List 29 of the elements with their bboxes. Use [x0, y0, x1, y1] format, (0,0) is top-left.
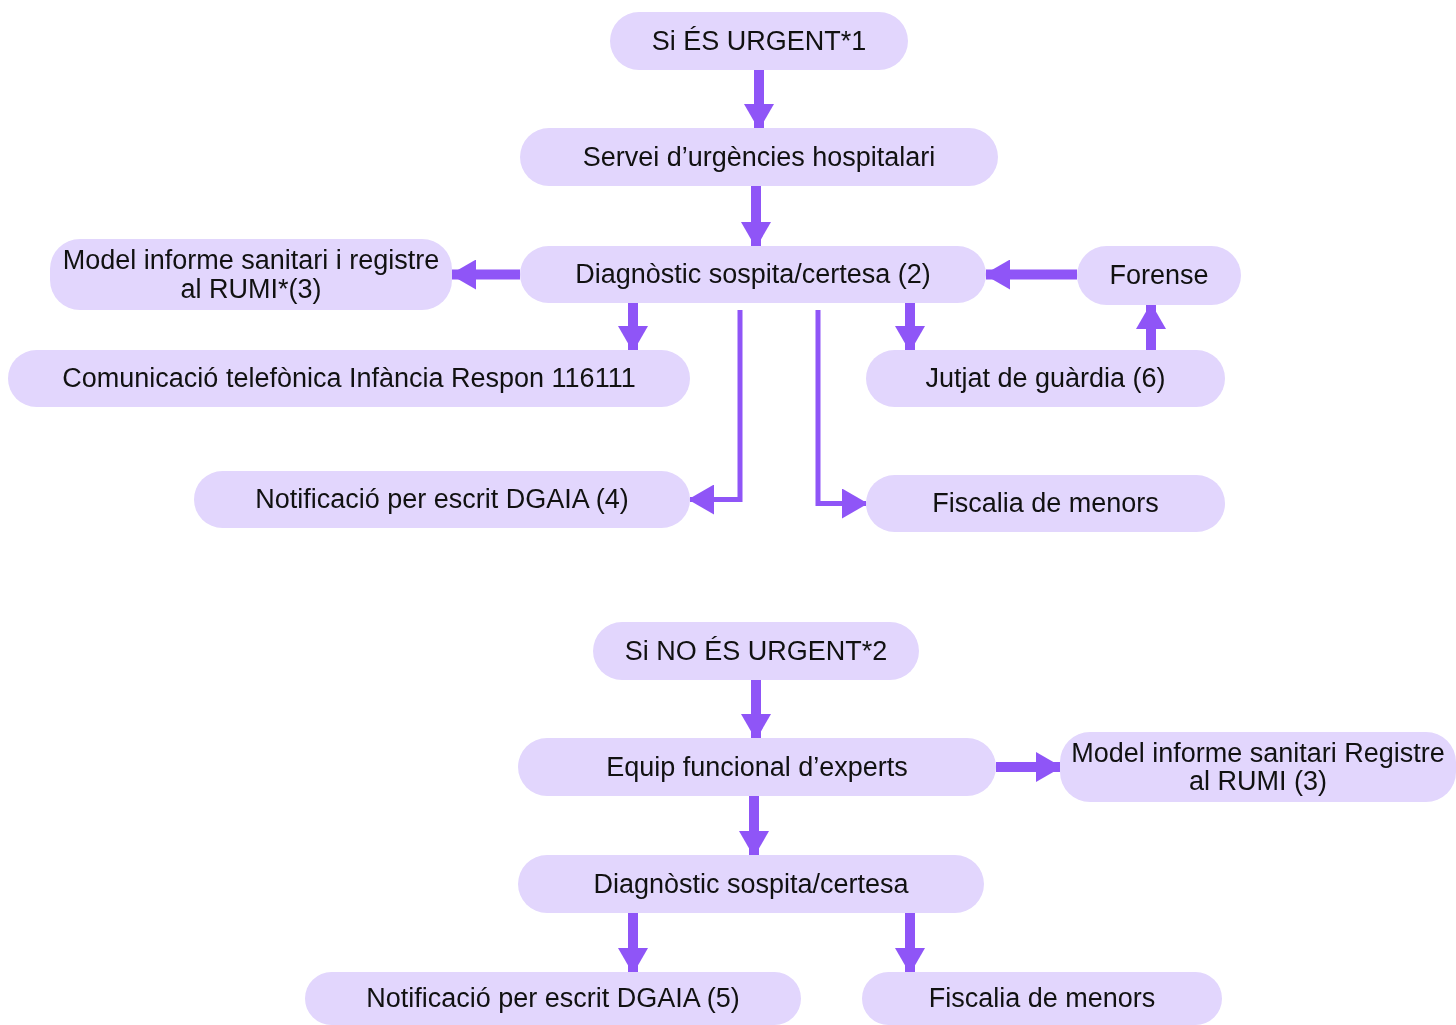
arrow: [618, 303, 648, 352]
arrow: [744, 70, 774, 130]
process-box: Model informe sanitari i registre al RUMI*(3): [50, 239, 452, 310]
process-box: Si ÉS URGENT*1: [610, 12, 908, 70]
process-box: Notificació per escrit DGAIA (4): [194, 471, 690, 528]
process-box: Notificació per escrit DGAIA (5): [305, 972, 801, 1025]
arrow: [618, 913, 648, 974]
process-box: Forense: [1077, 246, 1241, 305]
process-box: Fiscalia de menors: [866, 475, 1225, 532]
process-box: Jutjat de guàrdia (6): [866, 350, 1225, 407]
process-box: Equip funcional d’experts: [518, 738, 996, 796]
arrow: [815, 310, 868, 519]
process-box: Fiscalia de menors: [862, 972, 1222, 1025]
process-box: Comunicació telefònica Infància Respon 116111: [8, 350, 690, 407]
process-box: Diagnòstic sospita/certesa: [518, 855, 984, 913]
process-box: Si NO ÉS URGENT*2: [593, 622, 919, 680]
arrow: [739, 796, 769, 857]
arrow: [450, 259, 520, 290]
arrow: [895, 913, 925, 974]
process-box: Diagnòstic sospita/certesa (2): [520, 246, 986, 303]
arrow: [895, 303, 925, 352]
arrow: [741, 186, 771, 248]
arrow: [996, 752, 1062, 782]
process-box: Model informe sanitari Registre al RUMI (3): [1060, 732, 1456, 802]
arrow: [984, 259, 1077, 290]
arrow: [1136, 303, 1166, 350]
arrow: [688, 310, 743, 515]
process-box: Servei d’urgències hospitalari: [520, 128, 998, 186]
arrow: [741, 680, 771, 740]
